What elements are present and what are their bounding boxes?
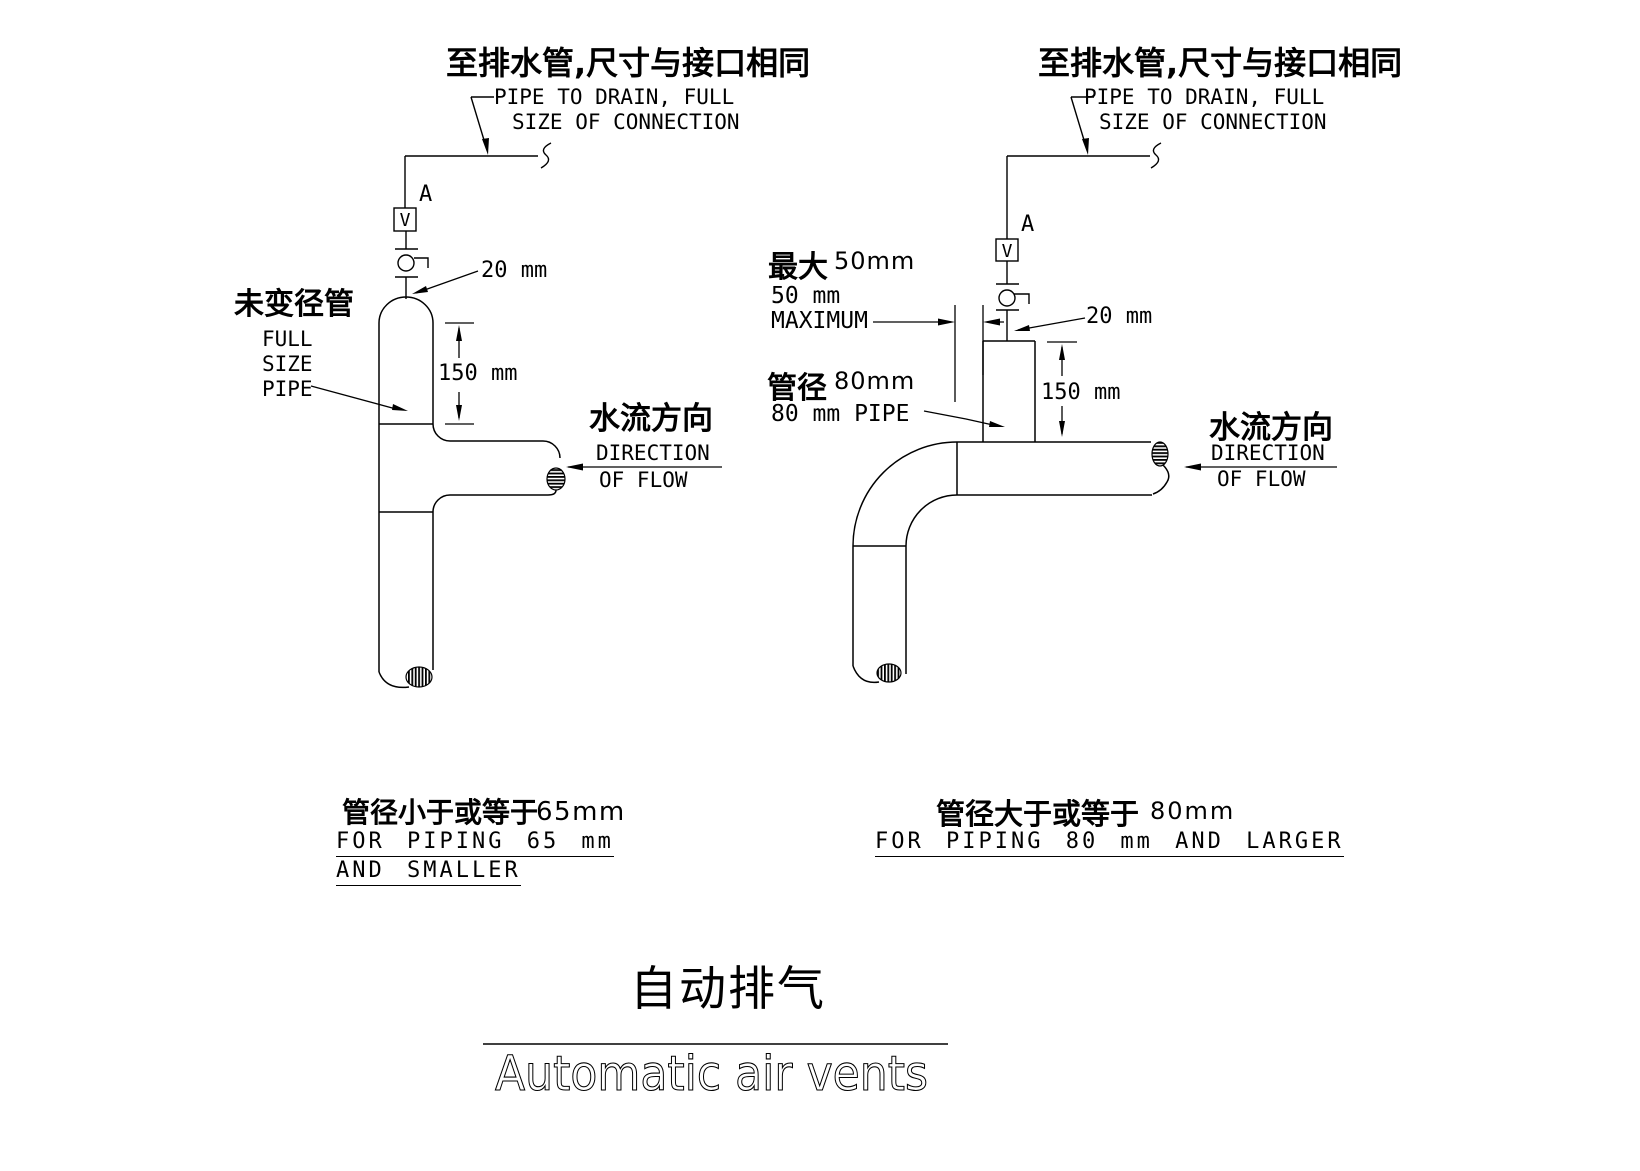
pipe-break-squiggle (1150, 142, 1162, 169)
leader-arrowhead (1014, 325, 1030, 331)
right-drain-note-zh: 至排水管,尺寸与接口相同 (1038, 44, 1403, 82)
flow-arrowhead (1184, 463, 1201, 471)
right-flow-label-en1: DIRECTION (1211, 441, 1325, 465)
dimension-arrowhead (983, 318, 1000, 326)
pipe-break-ellipse (405, 666, 433, 688)
right-valve-tag: A (1021, 212, 1035, 237)
right-flow-label-zh: 水流方向 (1209, 410, 1333, 446)
left-flow-label-zh: 水流方向 (589, 401, 713, 437)
left-drain-note-en2: SIZE OF CONNECTION (512, 110, 740, 134)
right-pipe-label-leader (923, 410, 994, 426)
left-caption-en1: FOR PIPING 65 mm (336, 829, 614, 857)
pipe-break-ellipse (1151, 441, 1169, 467)
leader-arrowhead (989, 421, 1005, 427)
left-caption-size: 65mm (536, 797, 626, 827)
left-valve-letter: V (399, 210, 411, 231)
dimension-arrowhead (1059, 421, 1065, 437)
right-vent-size-label: 20 mm (1086, 304, 1153, 329)
left-pipe-label-leader (310, 385, 397, 410)
dimension-arrowhead (938, 318, 955, 326)
pipe-break-ellipse (876, 663, 902, 683)
right-max-size: 50mm (834, 247, 916, 275)
left-pipe-label-zh: 未变径管 (234, 287, 354, 322)
left-flow-label-en1: DIRECTION (596, 441, 710, 465)
left-caption-en2: AND SMALLER (336, 858, 521, 886)
left-valve-tag: A (419, 182, 433, 207)
right-caption-zh: 管径大于或等于 (936, 797, 1140, 831)
air-vent-circle (397, 254, 415, 272)
dimension-arrowhead (456, 325, 462, 341)
right-caption-size: 80mm (1150, 797, 1236, 825)
left-caption-zh: 管径小于或等于 (342, 796, 539, 829)
right-pipe-label-en: 80 mm PIPE (771, 401, 910, 427)
left-pipe-label-en: FULL SIZE PIPE (262, 327, 313, 401)
main-title-en: Automatic air vents (495, 1046, 928, 1102)
left-riser-height-label: 150 mm (436, 361, 520, 386)
left-vent-size-label: 20 mm (481, 258, 548, 283)
leader-arrowhead (392, 404, 408, 411)
right-pipe-label-size: 80mm (834, 367, 916, 395)
leader-arrowhead (412, 286, 428, 294)
left-drain-line (404, 96, 552, 208)
right-pipe-elbow (852, 340, 1170, 684)
leader-arrowhead (1082, 138, 1089, 155)
valve-symbol-box (393, 207, 417, 232)
left-flow-label-en2: OF FLOW (599, 468, 688, 492)
left-drain-note-zh: 至排水管,尺寸与接口相同 (446, 44, 811, 82)
right-riser-height-label: 150 mm (1039, 380, 1123, 405)
leader-arrowhead (482, 138, 489, 155)
dimension-arrowhead (1059, 344, 1065, 360)
right-valve-letter: V (1001, 241, 1013, 262)
main-title-zh: 自动排气 (630, 962, 826, 1017)
dimension-arrowhead (456, 405, 462, 421)
right-max-en1: 50 mm (771, 283, 841, 309)
pipe-dome-cap (378, 296, 434, 324)
right-flow-label-en2: OF FLOW (1217, 467, 1306, 491)
right-pipe-label-zh: 管径 (767, 371, 827, 406)
pipe-break-ellipse (546, 467, 566, 491)
air-vent-circle (998, 289, 1016, 307)
right-valve-assembly (995, 238, 1030, 341)
right-max-en2: MAXIMUM (771, 308, 868, 334)
left-drain-note-en1: PIPE TO DRAIN, FULL (494, 85, 735, 109)
right-drain-note-en1: PIPE TO DRAIN, FULL (1084, 85, 1325, 109)
flow-arrowhead (566, 463, 583, 471)
right-caption-en: FOR PIPING 80 mm AND LARGER (875, 829, 1344, 857)
left-valve-assembly (393, 207, 429, 299)
pipe-break-squiggle (540, 142, 552, 169)
right-drain-note-en2: SIZE OF CONNECTION (1099, 110, 1327, 134)
left-pipe-tee (378, 296, 561, 689)
right-max-label-zh: 最大 (768, 250, 828, 285)
